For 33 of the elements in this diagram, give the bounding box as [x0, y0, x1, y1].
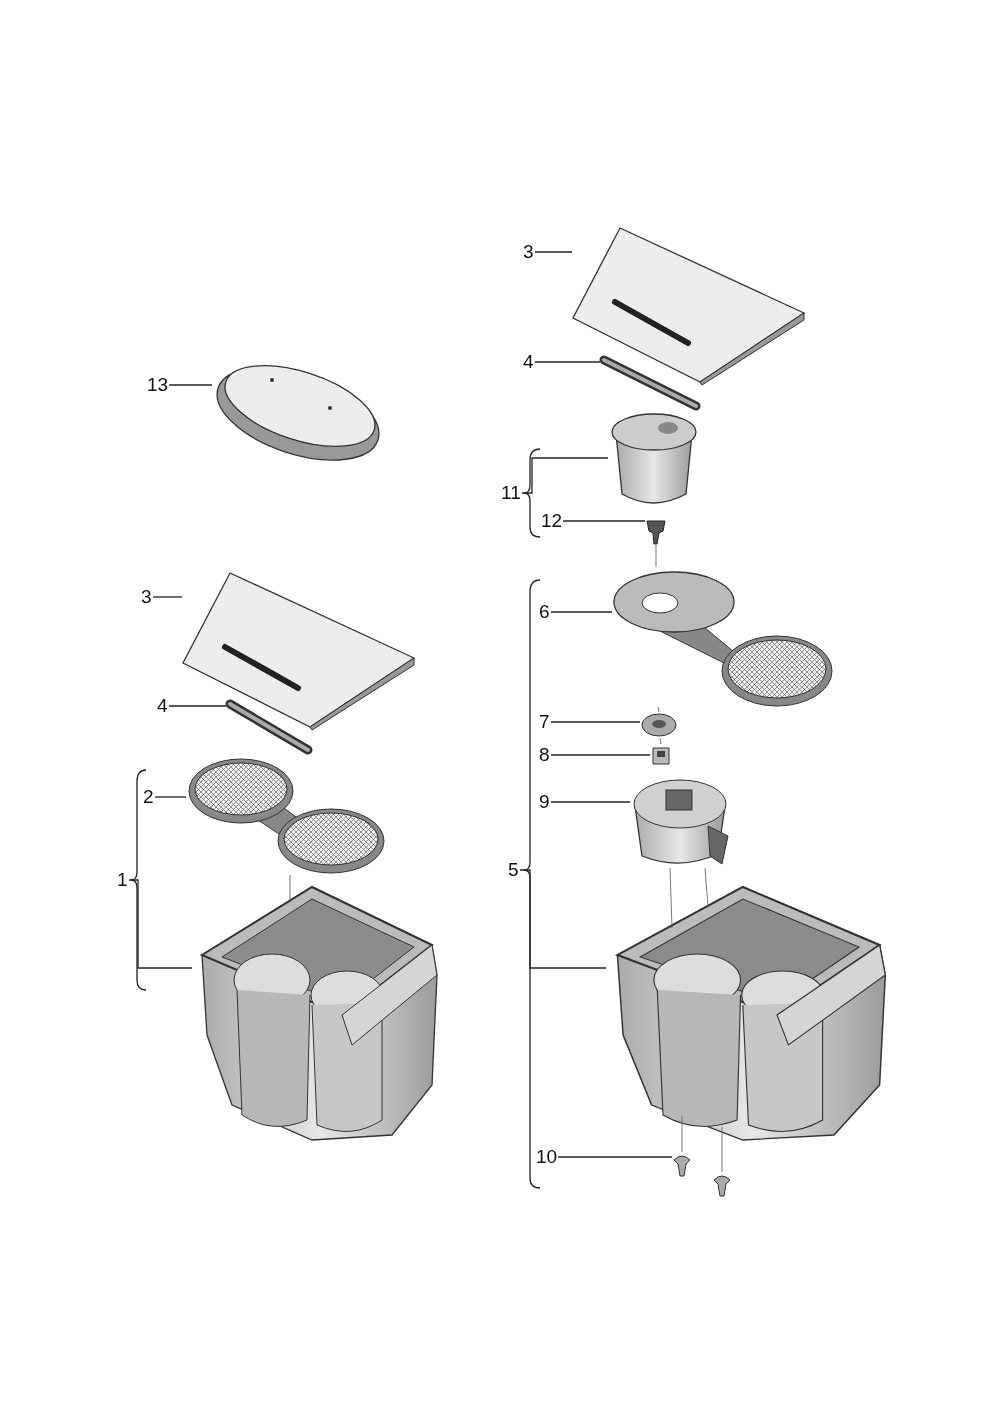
leader-line [518, 869, 607, 969]
screw-drawing [712, 1172, 732, 1198]
assembly-line [669, 867, 673, 929]
assembly-line [289, 874, 291, 903]
clip-drawing [645, 517, 667, 545]
assembly-line [704, 867, 709, 908]
leader-line [153, 796, 187, 798]
rubber-strip-drawing [226, 700, 312, 754]
leader-line [533, 361, 601, 363]
rubber-strip-drawing [600, 356, 700, 410]
leader-line [562, 520, 646, 522]
assembly-line [655, 544, 657, 568]
assembly-line [721, 1126, 723, 1173]
leader-line [549, 801, 631, 803]
holder-drawing [630, 776, 730, 868]
assembly-line [681, 1115, 683, 1153]
leader-line [533, 251, 573, 253]
insert-drawing [650, 744, 672, 768]
leader-line [167, 705, 227, 707]
insert-drawing [186, 757, 386, 875]
leader-line [151, 596, 183, 598]
leader-line [127, 879, 193, 969]
leader-line [557, 1156, 673, 1158]
assembly-line [657, 706, 660, 713]
leader-line [549, 721, 641, 723]
leader-line [521, 457, 609, 494]
leader-line [549, 754, 651, 756]
assembly-line [659, 737, 662, 745]
ring-drawing [640, 712, 678, 738]
leader-line [549, 611, 613, 613]
screw-drawing [672, 1152, 692, 1178]
cover-plate-drawing [572, 225, 807, 385]
leader-line [168, 384, 213, 386]
